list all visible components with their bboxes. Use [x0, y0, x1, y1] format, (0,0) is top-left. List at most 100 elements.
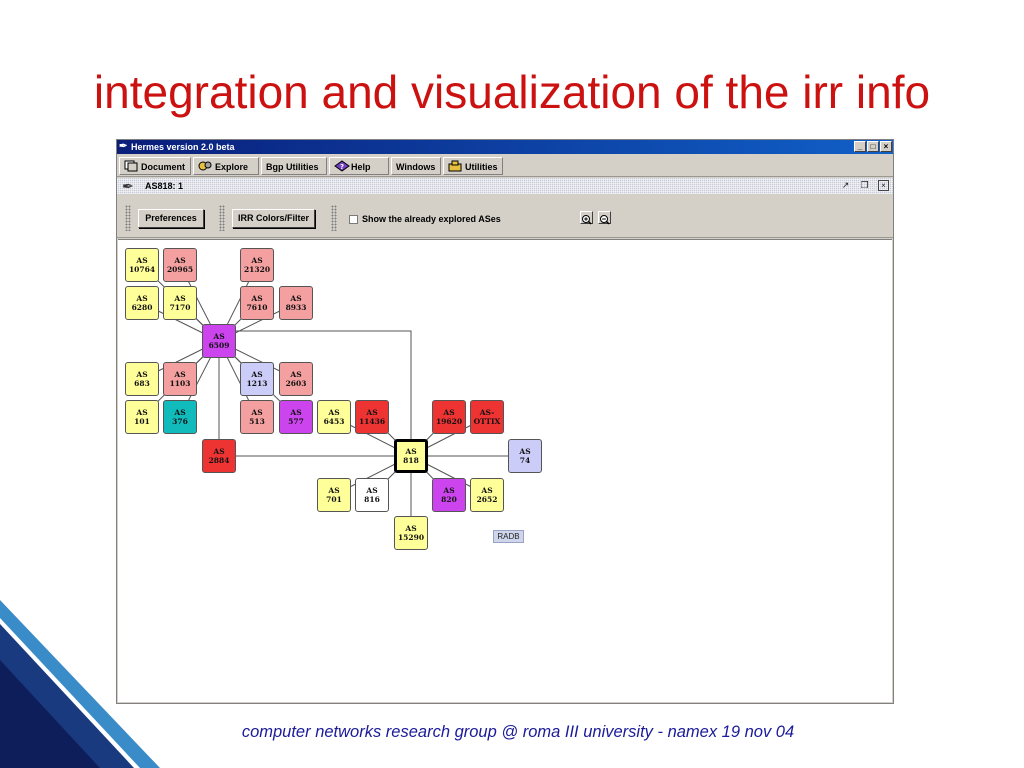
menu-explore[interactable]: Explore — [193, 157, 259, 175]
as-node-label-prefix: AS — [136, 256, 148, 265]
close-button[interactable]: × — [880, 141, 892, 152]
zoom-out-icon — [600, 215, 610, 225]
menu-windows[interactable]: Windows — [391, 157, 441, 175]
decorative-corner — [0, 600, 160, 768]
as-node-label-prefix: AS — [174, 408, 186, 417]
as-node-label-number: 816 — [364, 495, 380, 504]
maximize-button[interactable]: □ — [867, 141, 879, 152]
as-node-label-prefix: AS — [213, 447, 225, 456]
as-node-label-number: 19620 — [435, 417, 463, 426]
window-titlebar[interactable]: ✒ Hermes version 2.0 beta _ □ × — [117, 140, 893, 154]
document-frame-titlebar[interactable]: ✒ AS818: 1 ↗ ❐ × — [117, 178, 893, 194]
as-node-label-prefix: AS — [174, 370, 186, 379]
document-controls: ↗ ❐ × — [840, 180, 889, 191]
as-node-label-number: 1213 — [246, 379, 268, 388]
zoom-in-button[interactable] — [580, 211, 593, 225]
as-node-label-prefix: AS- — [479, 408, 495, 417]
as-node-label-prefix: AS — [136, 408, 148, 417]
show-explored-checkbox[interactable] — [349, 215, 358, 224]
menu-document[interactable]: Document — [119, 157, 191, 175]
menu-utilities[interactable]: Utilities — [443, 157, 503, 175]
toolbar-grip[interactable] — [125, 205, 131, 231]
show-explored-label: Show the already explored ASes — [362, 214, 501, 224]
iconify-icon[interactable]: ↗ — [841, 180, 850, 190]
toolbar-grip[interactable] — [331, 205, 337, 231]
irr-colors-filter-button[interactable]: IRR Colors/Filter — [232, 209, 315, 228]
menu-help[interactable]: ? Help — [329, 157, 389, 175]
as-node-label-number: 20965 — [166, 265, 194, 274]
as-node-label-number: 8933 — [285, 303, 307, 312]
as-node-label-prefix: AS — [136, 370, 148, 379]
preferences-button[interactable]: Preferences — [138, 209, 204, 228]
as-node-label-prefix: AS — [213, 332, 225, 341]
as-node-label-prefix: AS — [443, 486, 455, 495]
as-node-label-prefix: AS — [366, 486, 378, 495]
restore-icon[interactable]: ❐ — [860, 180, 869, 190]
as-node-label-prefix: AS — [251, 370, 263, 379]
menu-help-label: Help — [351, 162, 371, 172]
as-node-label-prefix: AS — [328, 408, 340, 417]
edge-6509-818 — [219, 330, 412, 456]
as-node-label-prefix: AS — [290, 408, 302, 417]
as-node-label-prefix: AS — [443, 408, 455, 417]
as-node-label-number: 1103 — [169, 379, 191, 388]
as-node-label-number: 701 — [326, 495, 342, 504]
document-title: AS818: 1 — [145, 181, 184, 191]
as-node-label-prefix: AS — [174, 294, 186, 303]
as-node-label-prefix: AS — [251, 294, 263, 303]
as-node-label-number: 376 — [172, 417, 188, 426]
menu-document-label: Document — [141, 162, 186, 172]
minimize-button[interactable]: _ — [854, 141, 866, 152]
as-node-label-number: 683 — [134, 379, 150, 388]
explore-icon — [198, 160, 212, 172]
zoom-out-button[interactable] — [598, 211, 611, 225]
menubar: Document Explore Bgp Utilities ? Help Wi… — [117, 155, 893, 177]
as-node-label-prefix: AS — [405, 447, 417, 456]
as-node-label-number: 6509 — [208, 341, 230, 350]
radb-label: RADB — [493, 530, 524, 543]
as-node-label-prefix: AS — [481, 486, 493, 495]
toolbar-grip[interactable] — [219, 205, 225, 231]
as-node-label-prefix: AS — [251, 408, 263, 417]
menu-bgp-utilities[interactable]: Bgp Utilities — [261, 157, 327, 175]
close-document-icon[interactable]: × — [878, 180, 889, 191]
as-node-label-number: 820 — [441, 495, 457, 504]
as-node-label-prefix: AS — [519, 447, 531, 456]
as-node-label-prefix: AS — [290, 294, 302, 303]
as-node-OTTIX[interactable]: AS-OTTIX — [470, 400, 504, 434]
as-node-label-prefix: AS — [405, 524, 417, 533]
as-node-label-number: 2603 — [285, 379, 307, 388]
menu-windows-label: Windows — [396, 162, 436, 172]
hermes-window: ✒ Hermes version 2.0 beta _ □ × Document… — [116, 139, 894, 704]
as-node-label-number: 10764 — [128, 265, 156, 274]
as-node-label-number: 15290 — [397, 533, 425, 542]
